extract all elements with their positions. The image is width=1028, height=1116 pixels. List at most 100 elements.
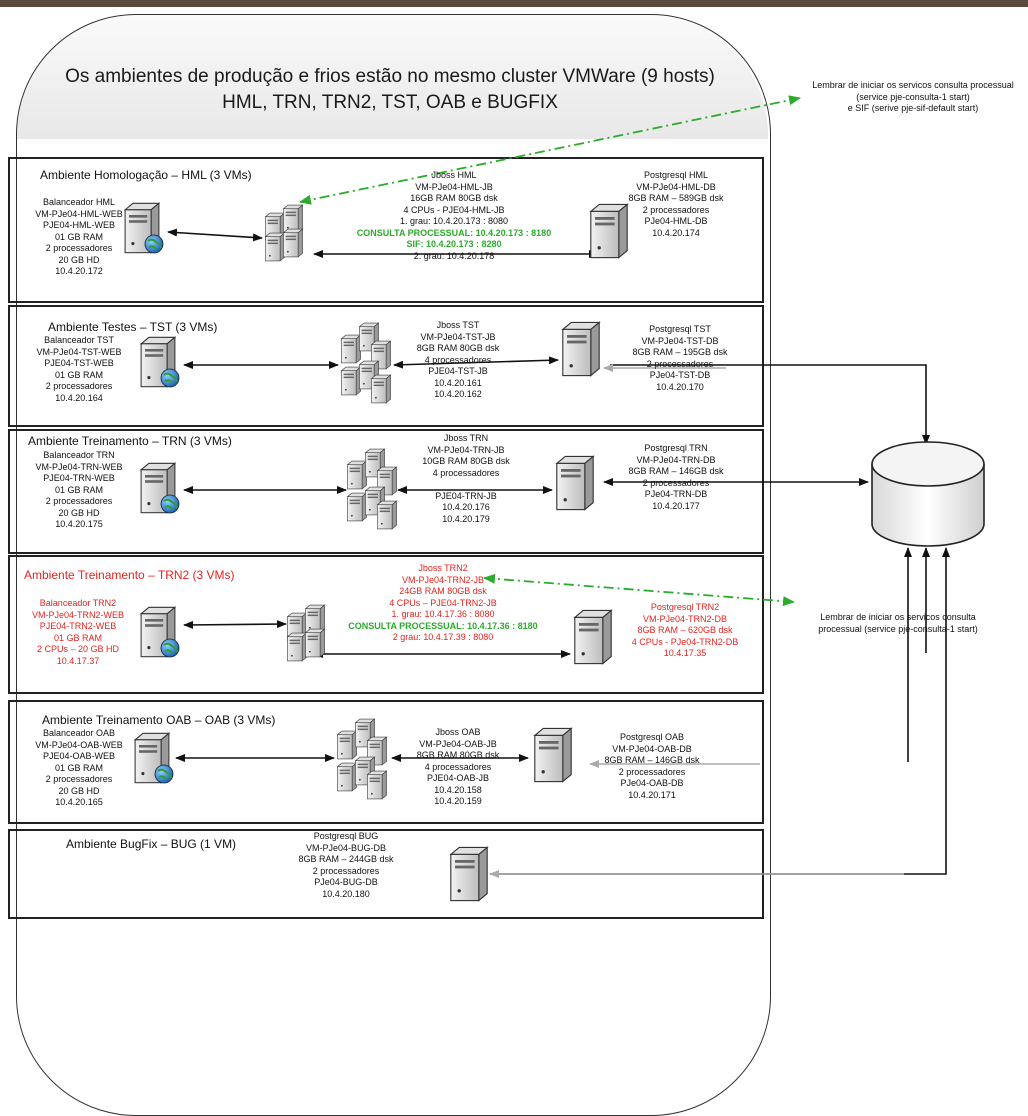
oab-web-line: PJE04-OAB-WEB (42, 751, 116, 761)
hml-web-line: 10.4.20.172 (55, 266, 103, 276)
oab-jb-line: VM-PJe04-OAB-JB (419, 738, 497, 749)
tst-jb-line: 10.4.20.162 (434, 389, 482, 399)
bug-db-line: VM-PJe04-BUG-DB (305, 842, 386, 853)
database-server-icon (446, 843, 492, 905)
web-server-globe-icon (134, 460, 186, 518)
trn2-db-line: 10.4.17.35 (663, 648, 707, 658)
hml-jb-line: 4 CPUs - PJE04-HML-JB (403, 204, 505, 215)
tst-db-line: VM-PJe04-TST-DB (641, 335, 719, 346)
trn-web-line: Balanceador TRN (43, 450, 115, 460)
env-box-tst (8, 305, 764, 427)
oab-jb-line: PJE04-OAB-JB (426, 773, 490, 783)
hml-web-line: 01 GB RAM (54, 231, 103, 242)
trn2-jb-line: 24GB RAM 80GB dsk (399, 586, 487, 596)
link-tst-jb-db (393, 356, 559, 369)
oab-jb-line: Jboss OAB (435, 727, 481, 737)
hml-jb-line: 1. grau: 10.4.20.173 : 8080 (399, 216, 509, 226)
trn-jboss-text: Jboss TRN VM-PJe04-TRN-JB 10GB RAM 80GB … (404, 433, 528, 525)
hml-db-text: Postgresql HML VM-PJe04-HML-DB 8GB RAM –… (612, 170, 740, 239)
reminder-note-middle: Lembrar de iniciar os servicos consulta … (800, 612, 996, 635)
trn-jb-line: Jboss TRN (443, 433, 489, 443)
hml-web-line: 2 processadores (45, 243, 113, 253)
oab-jb-line: 4 processadores (424, 761, 492, 772)
web-server-globe-icon (118, 200, 170, 258)
trn-db-line: 8GB RAM – 146GB dsk (628, 466, 724, 476)
tst-db-line: 2 processadores (646, 358, 714, 369)
cluster-title-line1: Os ambientes de produção e frios estão n… (65, 66, 715, 87)
link-trn2-web-jb (183, 620, 287, 629)
tst-web-line: VM-PJe04-TST-WEB (36, 346, 122, 357)
trn2-web-line: 01 GB RAM (53, 632, 102, 643)
web-server-globe-icon (134, 334, 186, 392)
tst-web-line: 01 GB RAM (54, 369, 103, 380)
oab-db-line: 8GB RAM – 146GB dsk (604, 755, 700, 765)
hml-web-text: Balanceador HML VM-PJe04-HML-WEB PJE04-H… (24, 197, 134, 278)
trn-db-line: Postgresql TRN (644, 443, 708, 453)
note-line: Lembrar de iniciar os servicos consulta … (812, 80, 1014, 90)
server-cluster-icon (262, 194, 314, 264)
hml-web-line: 20 GB HD (58, 254, 100, 265)
tst-jb-line: Jboss TST (436, 320, 480, 330)
tst-web-line: Balanceador TST (44, 335, 114, 345)
database-server-icon (558, 318, 604, 380)
hml-jb-line: 16GB RAM 80GB dsk (410, 193, 498, 203)
bug-db-text: Postgresql BUG VM-PJe04-BUG-DB 8GB RAM –… (286, 831, 406, 900)
trn2-db-text: Postgresql TRN2 VM-PJe04-TRN2-DB 8GB RAM… (620, 602, 750, 660)
env-title-tst: Ambiente Testes – TST (3 VMs) (48, 320, 218, 334)
oab-jb-line: 8GB RAM 80GB dsk (416, 750, 500, 760)
trn2-web-line: VM-PJe04-TRN2-WEB (31, 609, 124, 620)
note-line: processual (service pje-consulta-1 start… (818, 623, 978, 634)
bug-db-line: 2 processadores (312, 865, 380, 876)
trn-web-line: PJE04-TRN-WEB (43, 473, 115, 483)
hml-db-line: VM-PJe04-HML-DB (636, 181, 716, 192)
database-server-icon (552, 452, 598, 514)
bug-db-line: 10.4.20.180 (322, 888, 370, 899)
trn2-web-text: Balanceador TRN2 VM-PJe04-TRN2-WEB PJE04… (20, 598, 136, 667)
trn2-web-line: 2 CPUs – 20 GB HD (36, 644, 120, 654)
trn2-jb-line: Jboss TRN2 (418, 563, 468, 573)
trn2-web-line: 10.4.17.37 (56, 655, 100, 666)
trn-db-text: Postgresql TRN VM-PJe04-TRN-DB 8GB RAM –… (610, 443, 742, 512)
bug-db-line: 8GB RAM – 244GB dsk (298, 854, 394, 864)
server-cluster-icon (346, 446, 400, 530)
trn-web-line: 2 processadores (45, 496, 113, 506)
database-server-icon (570, 606, 616, 668)
hml-db-line: 2 processadores (642, 204, 710, 215)
trn-web-line: 10.4.20.175 (55, 519, 103, 529)
hml-web-line: Balanceador HML (42, 197, 116, 207)
storage-disk-icon (871, 441, 985, 547)
trn2-db-line: 4 CPUs - PJe04-TRN2-DB (631, 636, 739, 647)
trn-web-line: 20 GB HD (58, 507, 100, 518)
trn2-db-line: Postgresql TRN2 (650, 602, 720, 612)
trn-db-line: PJe04-TRN-DB (644, 489, 708, 499)
tst-web-line: 10.4.20.164 (55, 392, 103, 403)
trn2-jb-line: 2 grau: 10.4.17.39 : 8080 (392, 632, 494, 642)
trn2-jb-line: 1. grau: 10.4.17.36 : 8080 (391, 609, 495, 619)
link-hml-web-jb (167, 228, 263, 242)
trn-jb-line: PJE04-TRN-JB (435, 490, 497, 501)
note-line: (service pje-consulta-1 start) (856, 91, 970, 102)
note-line: Lembrar de iniciar os servicos consulta (820, 612, 976, 622)
env-box-trn (8, 429, 764, 554)
database-server-icon (530, 724, 576, 786)
bug-db-line: Postgresql BUG (313, 831, 379, 841)
tst-db-line: 10.4.20.170 (656, 381, 704, 392)
server-cluster-icon (340, 320, 394, 404)
hml-web-line: VM-PJe04-HML-WEB (35, 208, 123, 219)
hml-db-line: 8GB RAM – 589GB dsk (628, 193, 724, 203)
trn-web-line: 01 GB RAM (54, 484, 103, 495)
oab-db-text: Postgresql OAB VM-PJe04-OAB-DB 8GB RAM –… (586, 732, 718, 801)
hml-jb-line: Jboss HML (431, 170, 477, 180)
reminder-note-top: Lembrar de iniciar os servicos consulta … (800, 80, 1026, 115)
env-title-hml: Ambiente Homologação – HML (3 VMs) (40, 168, 252, 182)
reminder-arrow-trn2 (483, 573, 795, 607)
trn2-db-line: 8GB RAM – 620GB dsk (637, 625, 733, 635)
trn-jb-line: 10.4.20.179 (442, 513, 490, 524)
server-cluster-icon (284, 594, 336, 664)
tst-web-text: Balanceador TST VM-PJe04-TST-WEB PJE04-T… (24, 335, 134, 404)
oab-jb-line: 10.4.20.158 (434, 784, 482, 795)
tst-jb-line: 4 processadores (424, 354, 492, 365)
env-title-trn2: Ambiente Treinamento – TRN2 (3 VMs) (24, 568, 235, 582)
link-tst-db-storage (610, 364, 930, 445)
server-cluster-icon (336, 716, 390, 800)
